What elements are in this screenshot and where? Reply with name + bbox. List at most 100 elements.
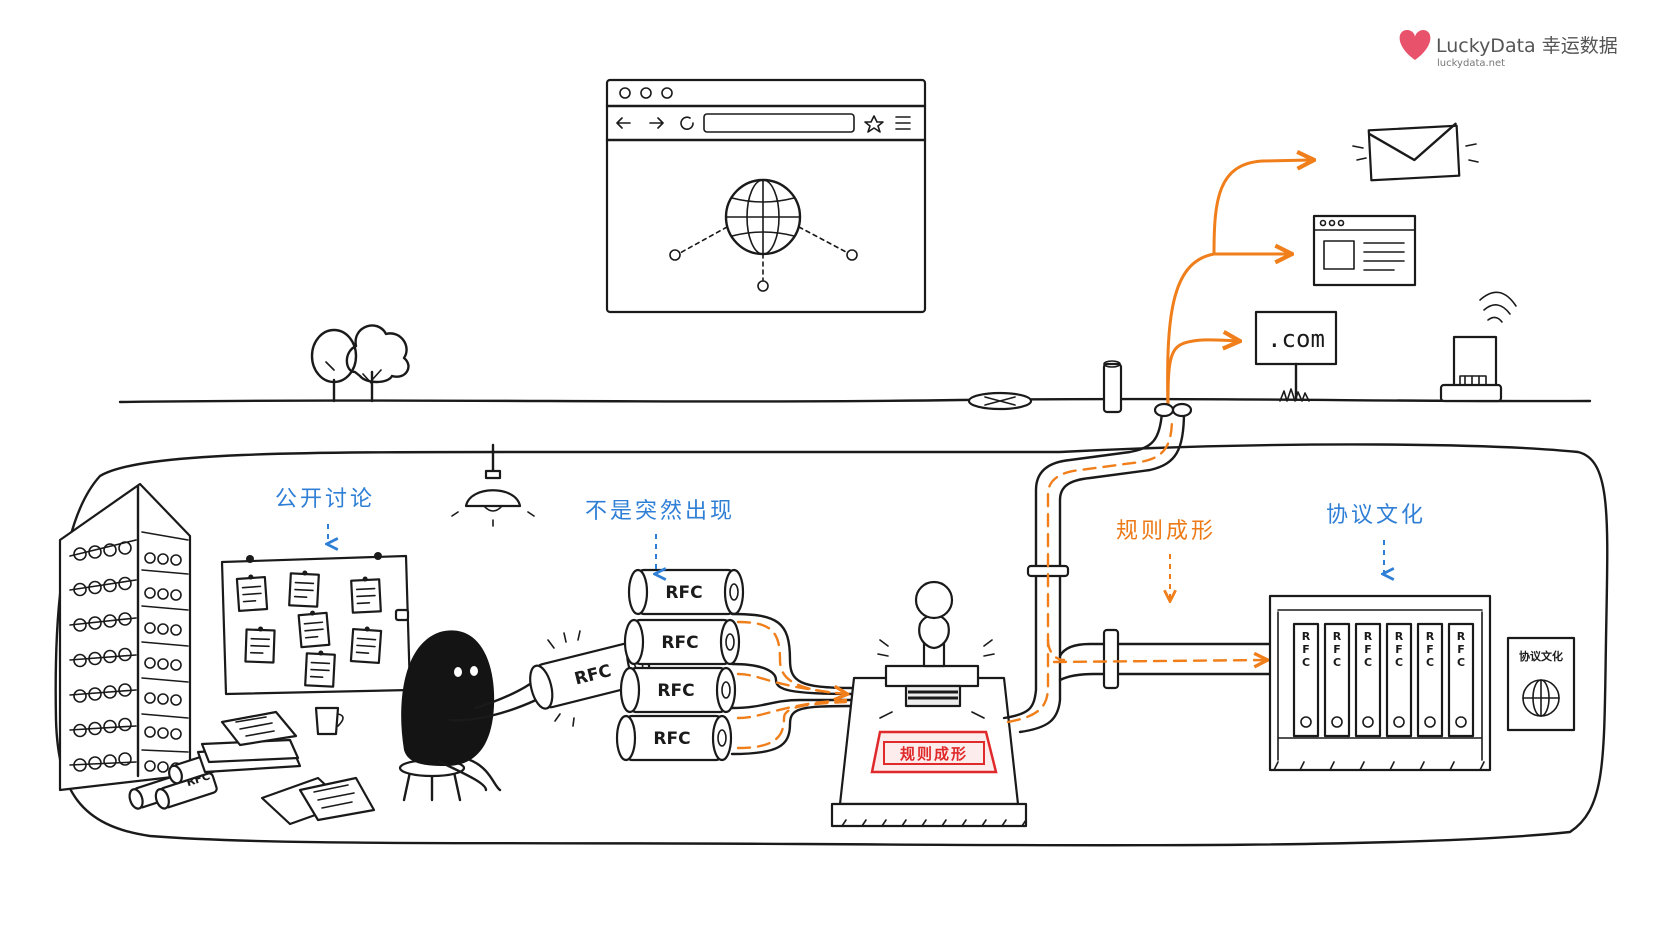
scroll-end <box>144 622 156 634</box>
domain-label: .com <box>1267 325 1325 353</box>
rfc-scroll-label: RFC <box>653 729 690 749</box>
label-public-discussion: 公开讨论 <box>275 487 375 512</box>
scroll-end <box>73 547 87 561</box>
heart-icon <box>1399 30 1431 60</box>
binder-letter: C <box>1364 656 1372 669</box>
browser-globe-icon <box>605 78 927 314</box>
scroll-end <box>103 614 117 628</box>
binder-letter: C <box>1395 656 1403 669</box>
scroll-end <box>118 647 132 662</box>
binder-letter: R <box>1333 630 1342 643</box>
scroll-end <box>157 588 169 600</box>
binder-letter: C <box>1302 656 1310 669</box>
scroll-end <box>88 687 102 701</box>
rfc-scroll: RFC <box>623 618 741 666</box>
manhole-icon <box>967 391 1033 411</box>
sticky-note <box>235 574 269 613</box>
scroll-end <box>144 692 156 704</box>
scroll-end <box>118 717 132 732</box>
scroll-end <box>88 616 102 630</box>
rfc-scroll: RFC <box>619 666 737 714</box>
sticky-note <box>297 610 331 649</box>
stamp-label: 规则成形 <box>900 745 968 763</box>
rfc-binder: RFC <box>1354 622 1382 738</box>
label-rules-form: 规则成形 <box>1116 519 1216 544</box>
pipe-system <box>1002 402 1282 734</box>
domain-sign-icon: .com <box>1254 310 1338 402</box>
character <box>398 630 538 802</box>
scroll-end <box>170 694 182 706</box>
binder-letter: F <box>1333 643 1341 656</box>
flow-into-press <box>730 612 854 756</box>
binder-letter: R <box>1426 630 1435 643</box>
plaque-label: 协议文化 <box>1519 649 1563 663</box>
binder-letter: R <box>1302 630 1311 643</box>
binder-letter: C <box>1426 656 1434 669</box>
scroll-end <box>73 689 87 703</box>
scroll-end <box>157 658 169 670</box>
scroll-end <box>118 612 132 626</box>
brand-logo[interactable]: LuckyData 幸运数据 luckydata.net <box>1399 30 1618 69</box>
binder-letter: F <box>1426 643 1434 656</box>
archive-shelves <box>58 482 192 792</box>
sticky-note <box>288 570 320 608</box>
scroll-end <box>144 552 156 564</box>
scroll-end <box>144 587 156 599</box>
stamp-press: 规则成形 <box>830 580 1028 828</box>
scroll-end <box>103 754 117 768</box>
binder-letter: F <box>1395 643 1403 656</box>
scroll-end <box>73 723 87 738</box>
envelope-icon <box>1352 122 1479 182</box>
mug-icon <box>314 706 344 736</box>
sticky-note <box>244 626 276 664</box>
binder-letter: R <box>1364 630 1373 643</box>
rfc-binder: RFC <box>1323 622 1351 738</box>
scroll-end <box>170 728 182 740</box>
globe-icon: 协议文化 <box>1506 636 1576 732</box>
rfc-binder: RFC <box>1292 622 1320 738</box>
rfc-binder: RFC <box>1447 622 1475 738</box>
bollard-icon <box>1102 360 1123 414</box>
binder-letter: R <box>1457 630 1466 643</box>
binder-letter: F <box>1364 643 1372 656</box>
rfc-scroll-label: RFC <box>665 583 702 603</box>
scroll-end <box>157 693 169 705</box>
scroll-end <box>103 543 117 557</box>
notice-board <box>220 552 412 696</box>
binder-letter: C <box>1333 656 1341 669</box>
binder-letter: F <box>1302 643 1310 656</box>
scroll-end <box>88 545 102 559</box>
scroll-end <box>73 653 87 668</box>
brand-url: luckydata.net <box>1437 58 1505 69</box>
label-protocol-culture: 协议文化 <box>1326 503 1426 528</box>
router-icon <box>1439 291 1517 403</box>
webpage-icon <box>1312 214 1417 287</box>
binder-letter: C <box>1457 656 1465 669</box>
scroll-end <box>103 649 117 664</box>
scroll-end <box>73 618 87 632</box>
archive-scrolls <box>73 541 182 774</box>
scroll-end <box>103 685 117 699</box>
scroll-end <box>157 727 169 739</box>
scroll-end <box>118 541 132 555</box>
rfc-binder: RFC <box>1385 622 1413 738</box>
rfc-binder: RFC <box>1416 622 1444 738</box>
binder-letter: R <box>1395 630 1404 643</box>
scroll-end <box>118 576 132 591</box>
label-not-sudden: 不是突然出现 <box>585 499 735 524</box>
tree-icon <box>310 324 410 403</box>
scroll-end <box>170 589 182 601</box>
scroll-end <box>157 623 169 635</box>
scroll-end <box>88 756 102 770</box>
cave-outline <box>54 443 1609 847</box>
scroll-end <box>88 651 102 666</box>
rfc-scroll-label: RFC <box>657 681 694 701</box>
scroll-end <box>157 553 169 565</box>
binder-letter: F <box>1457 643 1465 656</box>
scroll-end <box>170 554 182 566</box>
sticky-note <box>350 576 382 614</box>
scroll-end <box>170 659 182 671</box>
scroll-end <box>170 624 182 636</box>
